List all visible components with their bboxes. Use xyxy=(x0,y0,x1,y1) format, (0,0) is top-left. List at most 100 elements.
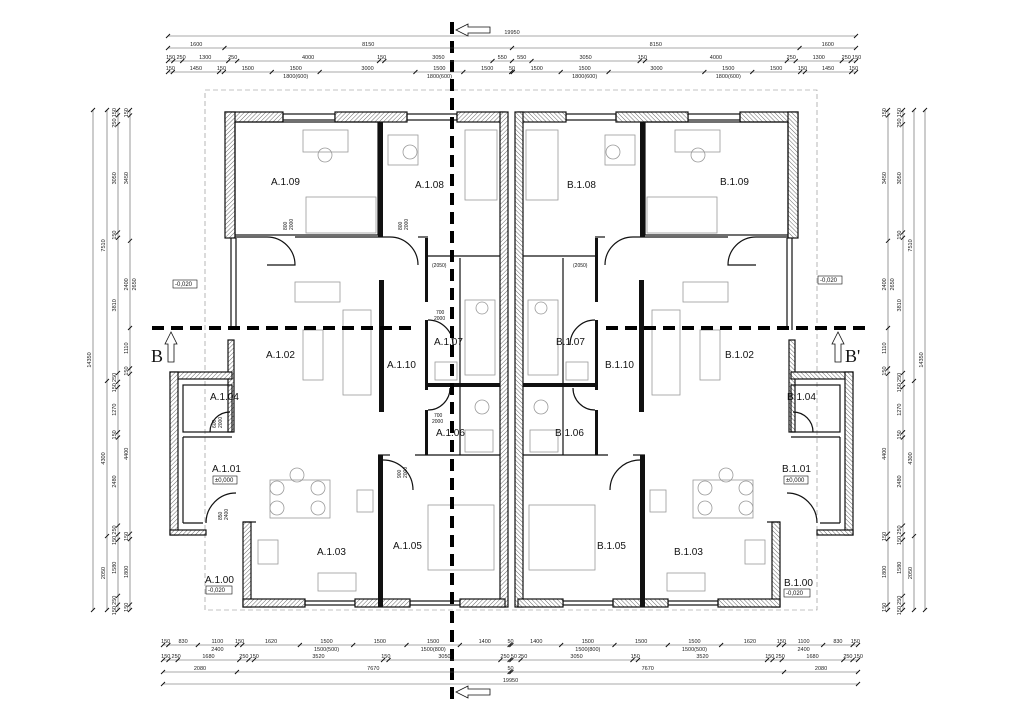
dimension-value: 1580 xyxy=(112,562,118,574)
dimension-value: 2080 xyxy=(194,666,206,672)
dimension-tick xyxy=(115,602,121,608)
dimension-value: 150 xyxy=(112,230,118,239)
dimension-value: 3050 xyxy=(438,654,450,660)
dimension-tick xyxy=(115,593,121,599)
dimension-value: 250 xyxy=(112,596,118,605)
dimension-tick xyxy=(885,602,891,607)
dimension-value: 1500 xyxy=(481,66,493,72)
dimension-tick xyxy=(127,536,133,542)
dimension-value: 3450 xyxy=(882,172,888,184)
dimension-tick xyxy=(115,607,121,613)
dimension-tick xyxy=(900,121,906,127)
dimension-tick xyxy=(165,642,171,648)
dimension-tick xyxy=(507,657,512,663)
door-height: 2000 xyxy=(434,316,445,322)
dimension-tick xyxy=(793,58,799,64)
dimension-tick xyxy=(222,45,227,51)
dimension-tick xyxy=(297,642,303,648)
dimension-value: 8150 xyxy=(362,42,374,48)
dimension-value: 150 xyxy=(124,532,130,541)
room-a-1-02: A.1.02 xyxy=(266,350,295,361)
dimension-tick xyxy=(225,58,231,64)
dimension-tick xyxy=(900,523,906,528)
dimension-tick xyxy=(797,45,802,51)
dimension-tick xyxy=(104,378,110,384)
dimension-tick xyxy=(127,113,133,118)
dimension-tick xyxy=(115,537,121,543)
dimension-tick xyxy=(900,235,906,241)
dimension-value: 150 xyxy=(777,639,786,645)
dimension-value: 250 xyxy=(518,654,527,660)
dimension-tick xyxy=(508,69,514,75)
dimension-value: 1400 xyxy=(479,639,491,645)
dimension-tick xyxy=(127,531,133,537)
dimension-tick xyxy=(848,58,854,64)
dimension-value: 3050 xyxy=(432,55,444,61)
dimension-tick xyxy=(911,607,917,613)
dimension-tick xyxy=(853,58,859,64)
dimension-value: 150 xyxy=(112,430,118,439)
dimension-tick xyxy=(749,69,755,75)
dimension-value: 7510 xyxy=(908,239,914,251)
dimension-value: 150 xyxy=(854,654,863,660)
section-arrow-bottom-icon xyxy=(455,685,491,699)
dimension-value: 1680 xyxy=(202,654,214,660)
dimension-tick xyxy=(509,642,514,648)
shower-label: (2050) xyxy=(432,263,447,269)
dimension-tick xyxy=(900,107,906,113)
dimension-value: 3050 xyxy=(570,654,582,660)
dimension-tick xyxy=(529,58,534,64)
room-a-1-03: A.1.03 xyxy=(317,547,346,558)
dimension-tick xyxy=(900,532,906,537)
dimension-value: 1500 xyxy=(531,66,543,72)
dimension-value: 1100 xyxy=(798,639,810,645)
dimension-value: 1450 xyxy=(190,66,202,72)
dimension-tick xyxy=(509,669,514,675)
dimension-value: 150 xyxy=(112,536,118,545)
dimension-value: 14350 xyxy=(87,352,93,367)
room-a-1-07: A.1.07 xyxy=(434,337,463,348)
dimension-value: 50 xyxy=(511,654,517,660)
dimension-value: 150 xyxy=(377,55,386,61)
dimension-tick xyxy=(776,642,782,648)
dimension-value: 250 xyxy=(897,525,903,534)
room-b-1-06: B.1.06 xyxy=(555,428,584,439)
dimension-value: 1800 xyxy=(882,566,888,578)
dimension-value: 150 xyxy=(161,639,170,645)
dimension-tick xyxy=(839,58,845,64)
dimension-tick xyxy=(855,669,861,675)
section-arrow-top-icon xyxy=(455,23,491,37)
room-b-1-04: B.1.04 xyxy=(787,392,816,403)
dimension-value: 250 xyxy=(112,118,118,127)
dimension-tick xyxy=(911,107,917,113)
door-width: 850 xyxy=(218,511,224,520)
dimension-value: 50 xyxy=(507,666,513,672)
dimension-tick xyxy=(127,602,133,607)
dimension-value: 7510 xyxy=(101,239,107,251)
dimension-tick xyxy=(90,107,96,113)
dimension-value: 1100 xyxy=(211,639,223,645)
door-width: 700 xyxy=(434,413,443,419)
room-a-1-04: A.1.04 xyxy=(210,392,239,403)
dimension-value: 150 xyxy=(638,55,647,61)
level-terrace-right: -0,020 xyxy=(820,278,838,284)
level-a-1-01: ±0,000 xyxy=(215,478,234,484)
dimension-tick xyxy=(239,642,245,648)
door-width: 800 xyxy=(398,221,404,230)
dimension-tick xyxy=(104,533,110,539)
dimension-value: 4000 xyxy=(710,55,722,61)
dimension-value: 150 xyxy=(124,603,130,612)
dimension-tick xyxy=(90,607,96,613)
dimension-tick xyxy=(509,58,515,64)
dimension-value: 150 xyxy=(882,108,888,117)
dimension-tick xyxy=(612,642,617,648)
dimension-value: 1500 xyxy=(320,639,332,645)
dimension-tick xyxy=(404,642,409,648)
door-height: 2000 xyxy=(432,419,443,425)
door-height: 2000 xyxy=(403,467,409,478)
dimension-tick xyxy=(630,657,635,663)
dimension-value: 4300 xyxy=(908,452,914,464)
dimension-tick xyxy=(509,657,514,663)
room-a-1-06: A.1.06 xyxy=(436,428,465,439)
dimension-value: 3450 xyxy=(124,172,130,184)
